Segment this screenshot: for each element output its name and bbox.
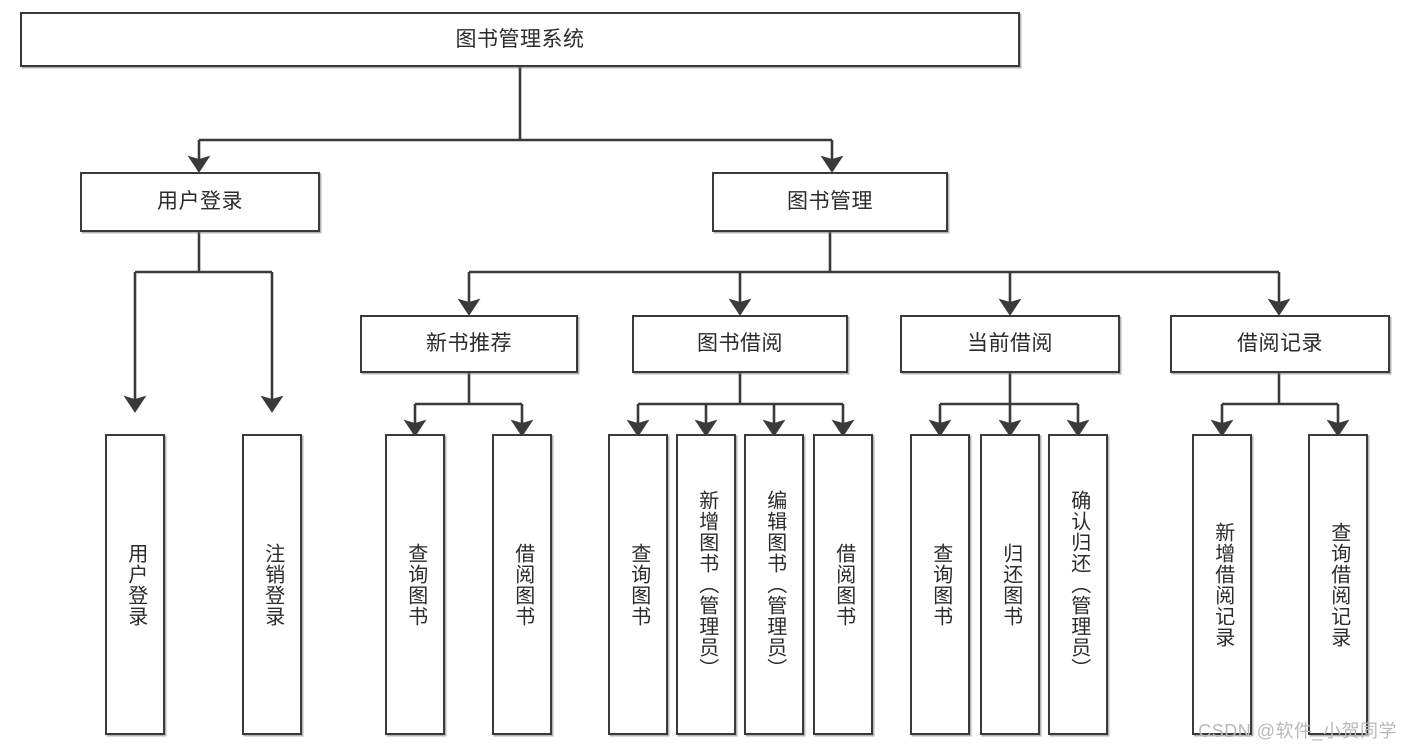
node-leaf-query-book-current-label: 查询图书 xyxy=(929,542,952,627)
node-leaf-query-book-current[interactable]: 查询图书 xyxy=(910,434,970,735)
node-leaf-borrow-book[interactable]: 借阅图书 xyxy=(813,434,873,735)
node-leaf-query-record[interactable]: 查询借阅记录 xyxy=(1308,434,1368,735)
node-book-manage-label: 图书管理 xyxy=(787,190,873,214)
node-leaf-query-book-borrow[interactable]: 查询图书 xyxy=(608,434,668,735)
node-leaf-user-logout-label: 注销登录 xyxy=(261,542,284,627)
node-current-borrow[interactable]: 当前借阅 xyxy=(900,315,1120,373)
node-user-login-label: 用户登录 xyxy=(157,190,243,214)
node-new-book-rec[interactable]: 新书推荐 xyxy=(360,315,578,373)
node-leaf-query-book-rec[interactable]: 查询图书 xyxy=(385,434,445,735)
node-leaf-borrow-book-label: 借阅图书 xyxy=(832,542,855,627)
node-borrow-record-label: 借阅记录 xyxy=(1237,332,1323,356)
node-leaf-return-book-label: 归还图书 xyxy=(999,542,1022,627)
node-leaf-add-record-label: 新增借阅记录 xyxy=(1211,521,1234,648)
node-new-book-rec-label: 新书推荐 xyxy=(426,332,512,356)
node-book-borrow-label: 图书借阅 xyxy=(697,332,783,356)
node-book-borrow[interactable]: 图书借阅 xyxy=(632,315,848,373)
node-leaf-edit-book-label: 编辑图书（管理员） xyxy=(763,490,786,679)
node-leaf-return-book[interactable]: 归还图书 xyxy=(980,434,1040,735)
node-leaf-borrow-book-rec-label: 借阅图书 xyxy=(511,542,534,627)
node-leaf-query-book-borrow-label: 查询图书 xyxy=(627,542,650,627)
node-root-label: 图书管理系统 xyxy=(455,27,585,51)
node-leaf-add-record[interactable]: 新增借阅记录 xyxy=(1192,434,1252,735)
node-root[interactable]: 图书管理系统 xyxy=(20,12,1020,67)
node-current-borrow-label: 当前借阅 xyxy=(967,332,1053,356)
node-leaf-edit-book[interactable]: 编辑图书（管理员） xyxy=(744,434,804,735)
node-leaf-user-login[interactable]: 用户登录 xyxy=(105,434,165,735)
node-user-login[interactable]: 用户登录 xyxy=(80,172,320,232)
node-borrow-record[interactable]: 借阅记录 xyxy=(1170,315,1390,373)
node-leaf-borrow-book-rec[interactable]: 借阅图书 xyxy=(492,434,552,735)
node-leaf-query-record-label: 查询借阅记录 xyxy=(1327,521,1350,648)
node-leaf-query-book-rec-label: 查询图书 xyxy=(404,542,427,627)
node-leaf-add-book-label: 新增图书（管理员） xyxy=(695,490,718,679)
node-leaf-user-login-label: 用户登录 xyxy=(124,542,147,627)
node-leaf-confirm-return[interactable]: 确认归还（管理员） xyxy=(1048,434,1108,735)
node-book-manage[interactable]: 图书管理 xyxy=(712,172,948,232)
node-leaf-confirm-return-label: 确认归还（管理员） xyxy=(1067,490,1090,679)
node-leaf-add-book[interactable]: 新增图书（管理员） xyxy=(676,434,736,735)
watermark: CSDN @软件_小贺同学 xyxy=(1198,721,1397,741)
node-leaf-user-logout[interactable]: 注销登录 xyxy=(242,434,302,735)
